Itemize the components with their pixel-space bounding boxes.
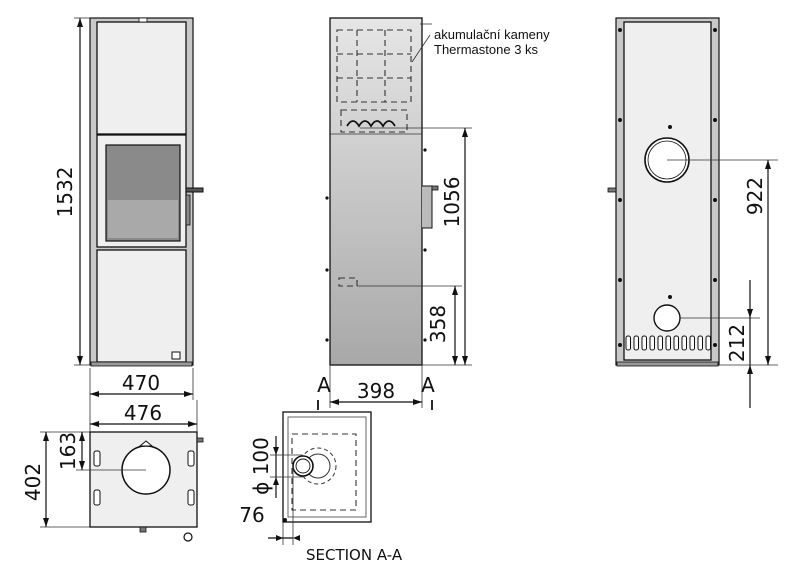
section-view: ϕ 100 76 SECTION A-A (239, 411, 403, 564)
side-handle (422, 185, 433, 229)
section-letter-right: A (421, 373, 435, 397)
arrow-left-icon (90, 391, 99, 397)
front-width-label: 470 (122, 371, 160, 395)
side-width-label: 398 (357, 379, 395, 403)
front-vent-knob (171, 351, 181, 360)
top-width-label: 476 (124, 401, 162, 425)
section-letter-left: A (317, 373, 331, 397)
back-upper-dim-label: 922 (743, 177, 767, 215)
front-height-label: 1532 (53, 167, 77, 218)
side-body (329, 17, 423, 366)
burner-outline (340, 109, 408, 133)
top-foot-knob (183, 532, 193, 542)
top-offset-label: 163 (56, 432, 80, 470)
side-lower-dim-label: 358 (426, 305, 450, 343)
front-firebox (108, 200, 178, 238)
front-view: 1532 470 (53, 17, 204, 400)
front-plinth (90, 361, 193, 367)
arrow-up-icon (77, 18, 83, 27)
back-panel (623, 21, 712, 361)
back-handle-stub (607, 187, 617, 193)
air-inlet-outline (338, 277, 358, 287)
top-depth-label: 402 (21, 463, 45, 501)
note-leader-line (411, 34, 431, 63)
arrow-down-icon (77, 356, 83, 365)
back-lower-dim-label: 212 (725, 324, 749, 362)
front-top-clip (138, 17, 148, 23)
side-upper-dim-label: 1056 (440, 177, 464, 228)
back-view: 922 212 (607, 17, 778, 408)
side-view: akumulační kameny Thermastone 3 ks 1056 … (317, 17, 550, 410)
section-diameter-label: ϕ 100 (249, 437, 273, 495)
stones-note-line1: akumulační kameny (434, 27, 550, 42)
section-offset-label: 76 (239, 503, 264, 527)
stones-note-line2: Thermastone 3 ks (434, 42, 539, 57)
front-bottom-panel (96, 249, 187, 363)
front-top-panel (96, 21, 187, 135)
burner-flame-icon (346, 120, 396, 128)
thermastone-outline (336, 29, 412, 103)
section-title: SECTION A-A (306, 546, 403, 564)
section-firebox-outline (291, 433, 357, 511)
door-handle (185, 187, 204, 193)
top-view: 476 402 163 (21, 400, 204, 542)
door-hinge (185, 194, 191, 226)
back-vent-slots (625, 335, 711, 351)
lower-air-inlet (653, 304, 681, 332)
arrow-right-icon (184, 391, 193, 397)
top-vent-slots (93, 450, 195, 506)
